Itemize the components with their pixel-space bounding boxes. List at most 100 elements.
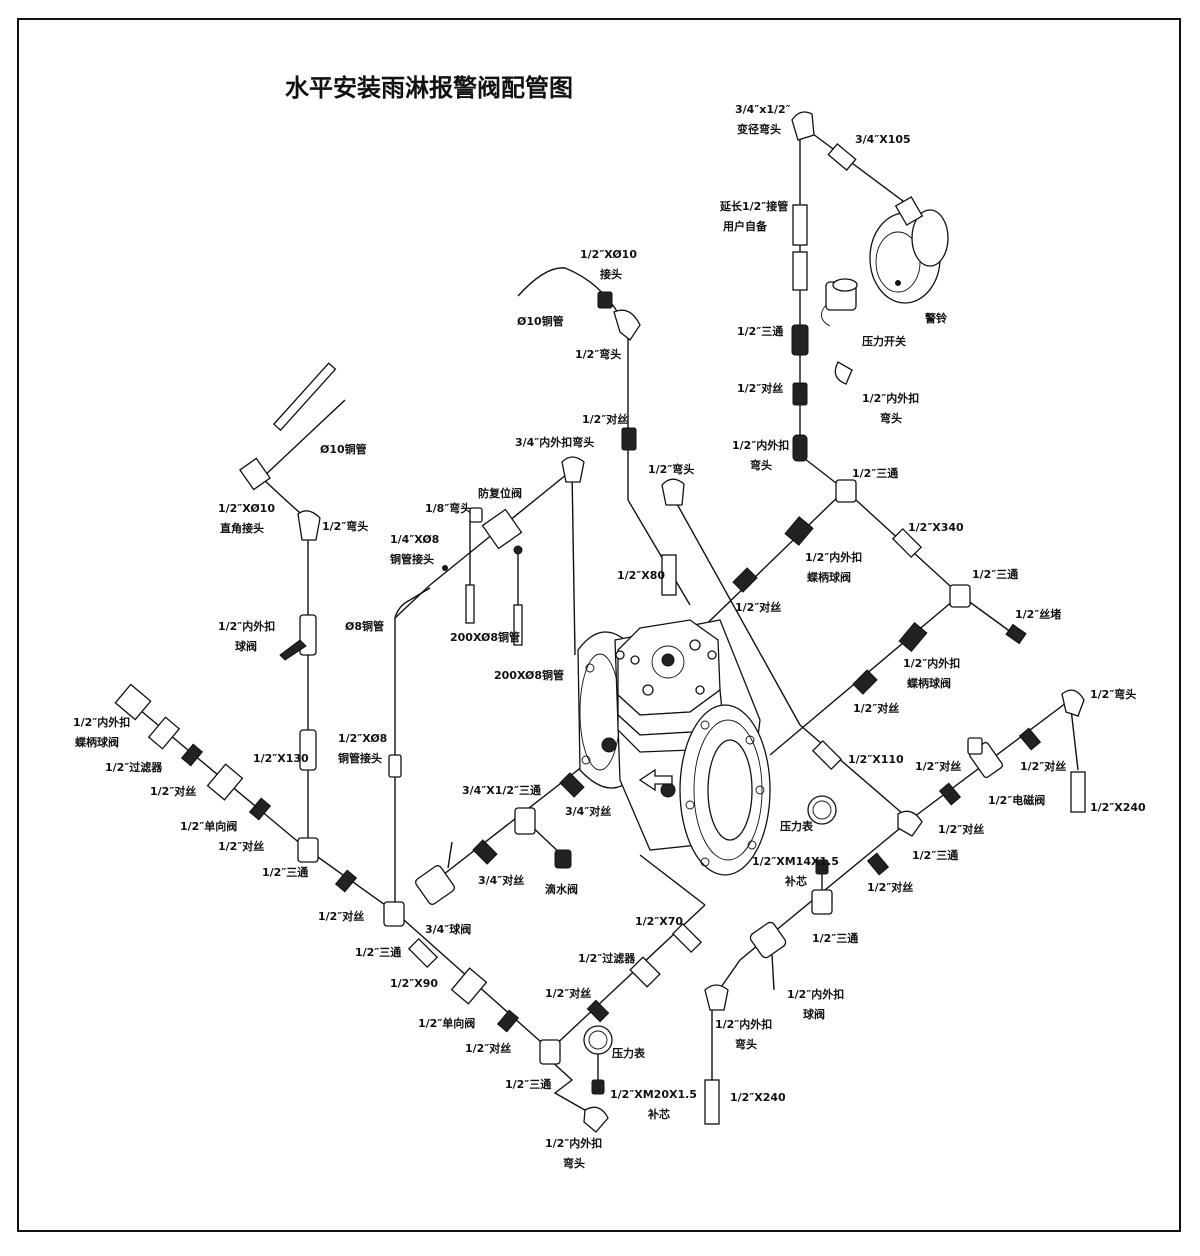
nipple-icon xyxy=(1070,771,1086,813)
label-ball-lower: 1/2″内外扣 xyxy=(787,987,844,1001)
label-copper-10-top: Ø10铜管 xyxy=(517,314,564,328)
label-extension-2: 用户自备 xyxy=(723,219,768,233)
label-elbow-lower: 1/2″内外扣 xyxy=(715,1017,772,1031)
filter-icon xyxy=(629,956,661,988)
label-ball-valve-left: 1/2″内外扣 xyxy=(218,619,275,633)
nipple-icon xyxy=(704,1079,720,1125)
deluge-valve-body xyxy=(577,619,771,876)
copper-tube-icon xyxy=(272,362,337,432)
elbow-icon xyxy=(297,510,321,541)
tee-icon xyxy=(835,479,857,503)
elbow-icon xyxy=(561,456,585,483)
label-angle-connector-2: 直角接头 xyxy=(220,521,264,535)
label-nipple-x130: 1/2″X130 xyxy=(253,752,309,765)
nipple-icon xyxy=(792,382,808,406)
nipple-icon xyxy=(496,1009,520,1033)
nipple-icon xyxy=(334,869,358,893)
diagram-title: 水平安装雨淋报警阀配管图 xyxy=(285,74,573,102)
label-ball-34: 3/4″球阀 xyxy=(425,922,471,936)
nipple-icon xyxy=(732,567,758,593)
label-tee-right-2: 1/2″三通 xyxy=(812,932,858,945)
solenoid-valve-icon xyxy=(967,737,1004,779)
fittings xyxy=(114,111,1086,1133)
label-nipple-top: 1/2″对丝 xyxy=(737,381,783,395)
label-tee-left-2: 1/2″三通 xyxy=(355,946,401,959)
label-extension: 延长1/2″接管 xyxy=(719,199,788,213)
extension-pipe-icon xyxy=(792,204,808,246)
label-nipple-r2: 1/2″对丝 xyxy=(938,822,984,836)
label-bfv-left-2: 蝶柄球阀 xyxy=(75,735,119,749)
label-plug: 1/2″丝堵 xyxy=(1015,607,1061,621)
nipple-icon xyxy=(180,743,204,767)
nipple-icon xyxy=(1018,727,1042,751)
elbow-icon xyxy=(792,434,808,462)
copper-tube-icon xyxy=(465,584,475,624)
label-gauge-lower: 压力表 xyxy=(612,1046,646,1060)
label-tee-left: 1/2″三通 xyxy=(262,866,308,879)
label-tee-lower: 1/2″三通 xyxy=(505,1078,551,1091)
tee-icon xyxy=(949,584,971,608)
label-nipple-34a: 3/4″对丝 xyxy=(565,804,611,818)
elbow-icon xyxy=(704,984,729,1011)
label-plug-m14: 1/2″XM14X1.5 xyxy=(752,855,839,868)
pressure-gauge-icon xyxy=(807,795,837,875)
label-connector-14-2: 铜管接头 xyxy=(389,552,434,566)
label-reset-valve: 防复位阀 xyxy=(478,486,522,500)
label-nipple-bottom: 1/2″对丝 xyxy=(545,986,591,1000)
label-reducer-elbow: 3/4″x1/2″ xyxy=(735,103,791,116)
butterfly-ball-valve-icon xyxy=(784,516,814,546)
label-nipple-copper: 1/2″对丝 xyxy=(582,412,628,426)
elbow-icon xyxy=(1061,689,1085,717)
anti-reset-valve-icon xyxy=(442,507,523,571)
label-reducer-elbow-2: 变径弯头 xyxy=(737,122,781,136)
label-connector-14: 1/4″XØ8 xyxy=(390,533,439,546)
nipple-icon xyxy=(407,937,439,969)
label-filter-lower: 1/2″过滤器 xyxy=(578,951,636,965)
label-solenoid: 1/2″电磁阀 xyxy=(988,793,1045,807)
label-nipple-valve: 1/2″对丝 xyxy=(735,600,781,614)
nipple-icon xyxy=(852,669,878,695)
nipple-icon xyxy=(299,729,317,771)
label-elbow-if-34: 3/4″内外扣弯头 xyxy=(515,435,594,449)
label-elbow-bottom: 1/2″内外扣 xyxy=(545,1136,602,1150)
label-nipple-x90: 1/2″X90 xyxy=(390,977,438,990)
pressure-gauge-icon xyxy=(583,1025,613,1095)
label-check-lower: 1/2″单向阀 xyxy=(418,1016,475,1030)
label-copper-8: Ø8铜管 xyxy=(345,619,384,633)
drip-valve-icon xyxy=(554,849,572,869)
nipple-icon xyxy=(827,143,857,171)
label-connector-10-2: 接头 xyxy=(600,267,622,281)
label-tee-lower-right: 1/2″三通 xyxy=(912,849,958,862)
label-nipple-x80: 1/2″X80 xyxy=(617,569,665,582)
copper-tube-icon xyxy=(513,604,523,646)
tee-icon xyxy=(811,889,833,915)
label-tee-34: 3/4″X1/2″三通 xyxy=(462,784,541,797)
label-plug-m14-2: 补芯 xyxy=(784,874,807,888)
nipple-icon xyxy=(472,839,498,865)
label-pressure-switch: 压力开关 xyxy=(862,334,906,348)
nipple-icon xyxy=(586,999,610,1023)
label-bfv-left: 1/2″内外扣 xyxy=(73,715,130,729)
elbow-icon xyxy=(613,309,641,341)
label-nipple-x240-right: 1/2″X240 xyxy=(1090,801,1146,814)
label-drip-valve: 滴水阀 xyxy=(545,882,578,896)
alarm-bell-icon xyxy=(869,196,949,304)
check-valve-icon xyxy=(206,763,244,801)
tee-icon xyxy=(514,807,536,835)
label-angle-connector: 1/2″XØ10 xyxy=(218,502,275,515)
label-nipple-x240-bottom: 1/2″X240 xyxy=(730,1091,786,1104)
ball-valve-icon xyxy=(749,921,787,991)
nipple-icon xyxy=(248,797,272,821)
label-gauge-right: 压力表 xyxy=(780,819,814,833)
elbow-icon xyxy=(661,478,685,506)
label-alarm-bell: 警铃 xyxy=(924,311,947,325)
label-ball-valve-left-2: 球阀 xyxy=(235,639,257,653)
label-connector-8: 1/2″XØ8 xyxy=(338,732,387,745)
label-nipple-solenoid: 1/2″对丝 xyxy=(915,759,961,773)
label-nipple-left-2: 1/2″对丝 xyxy=(218,839,264,853)
connector-icon xyxy=(388,754,402,778)
label-elbow-if-left-2: 弯头 xyxy=(750,458,772,472)
label-check-left: 1/2″单向阀 xyxy=(180,819,237,833)
label-elbow-if-right-2: 弯头 xyxy=(880,411,902,425)
label-elbow-left: 1/2″弯头 xyxy=(322,519,368,533)
